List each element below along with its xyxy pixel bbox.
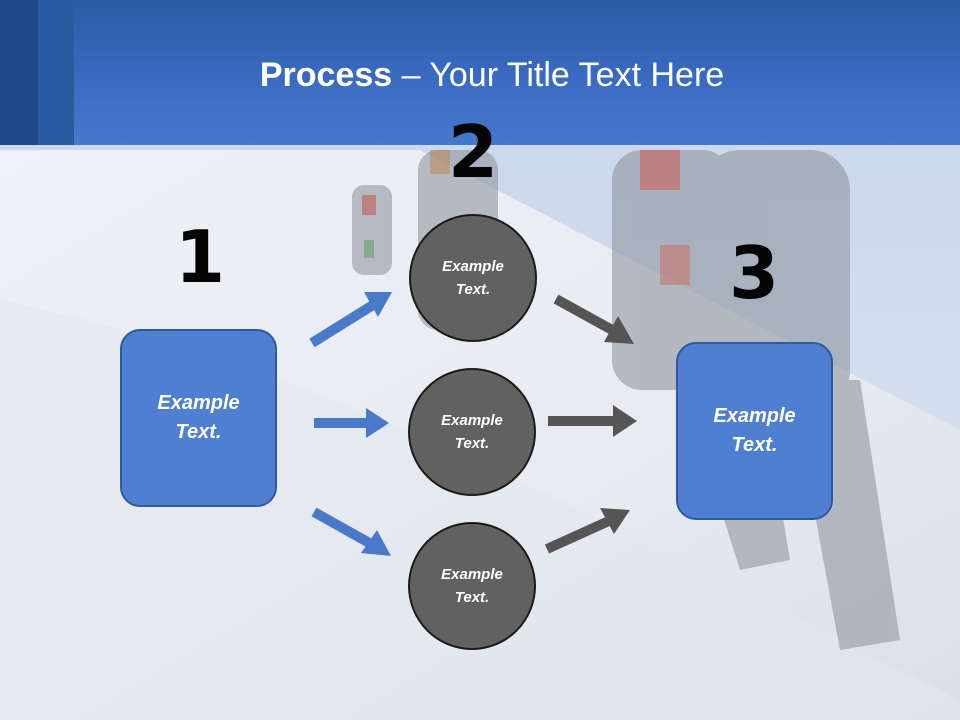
circle-text: Example Text. (442, 258, 504, 298)
gray-arrow-right (548, 405, 637, 437)
header-accent-stripe (38, 0, 74, 145)
step-2-circle-bottom: Example Text. (408, 522, 536, 650)
title-strong: Process (259, 56, 393, 94)
step-number-2: 2 (447, 110, 499, 194)
climber-accents (362, 150, 690, 285)
step-number-1: 1 (174, 215, 226, 299)
circle-text: Example Text. (441, 412, 503, 452)
circle-text: Example Text. (441, 566, 503, 606)
title-bar (0, 0, 960, 145)
step-3-box: Example Text. (676, 342, 833, 520)
gray-arrow-up (544, 508, 630, 554)
blue-arrow-down (311, 507, 391, 556)
gray-arrow-down (553, 294, 634, 344)
blue-arrow-up (309, 292, 392, 348)
step-number-3: 3 (728, 231, 780, 315)
step-2-circle-top: Example Text. (409, 214, 537, 342)
step-3-box-text: Example Text. (713, 405, 796, 456)
title-dash: – (392, 56, 430, 94)
header-accent-stripe (0, 0, 38, 145)
step-1-box: Example Text. (120, 329, 277, 507)
slide-title: Process – Your Title Text Here (0, 52, 960, 98)
step-2-circle-middle: Example Text. (408, 368, 536, 496)
blue-arrow-right (314, 408, 389, 438)
step-1-box-text: Example Text. (157, 392, 240, 443)
title-rest: Your Title Text Here (429, 56, 725, 94)
